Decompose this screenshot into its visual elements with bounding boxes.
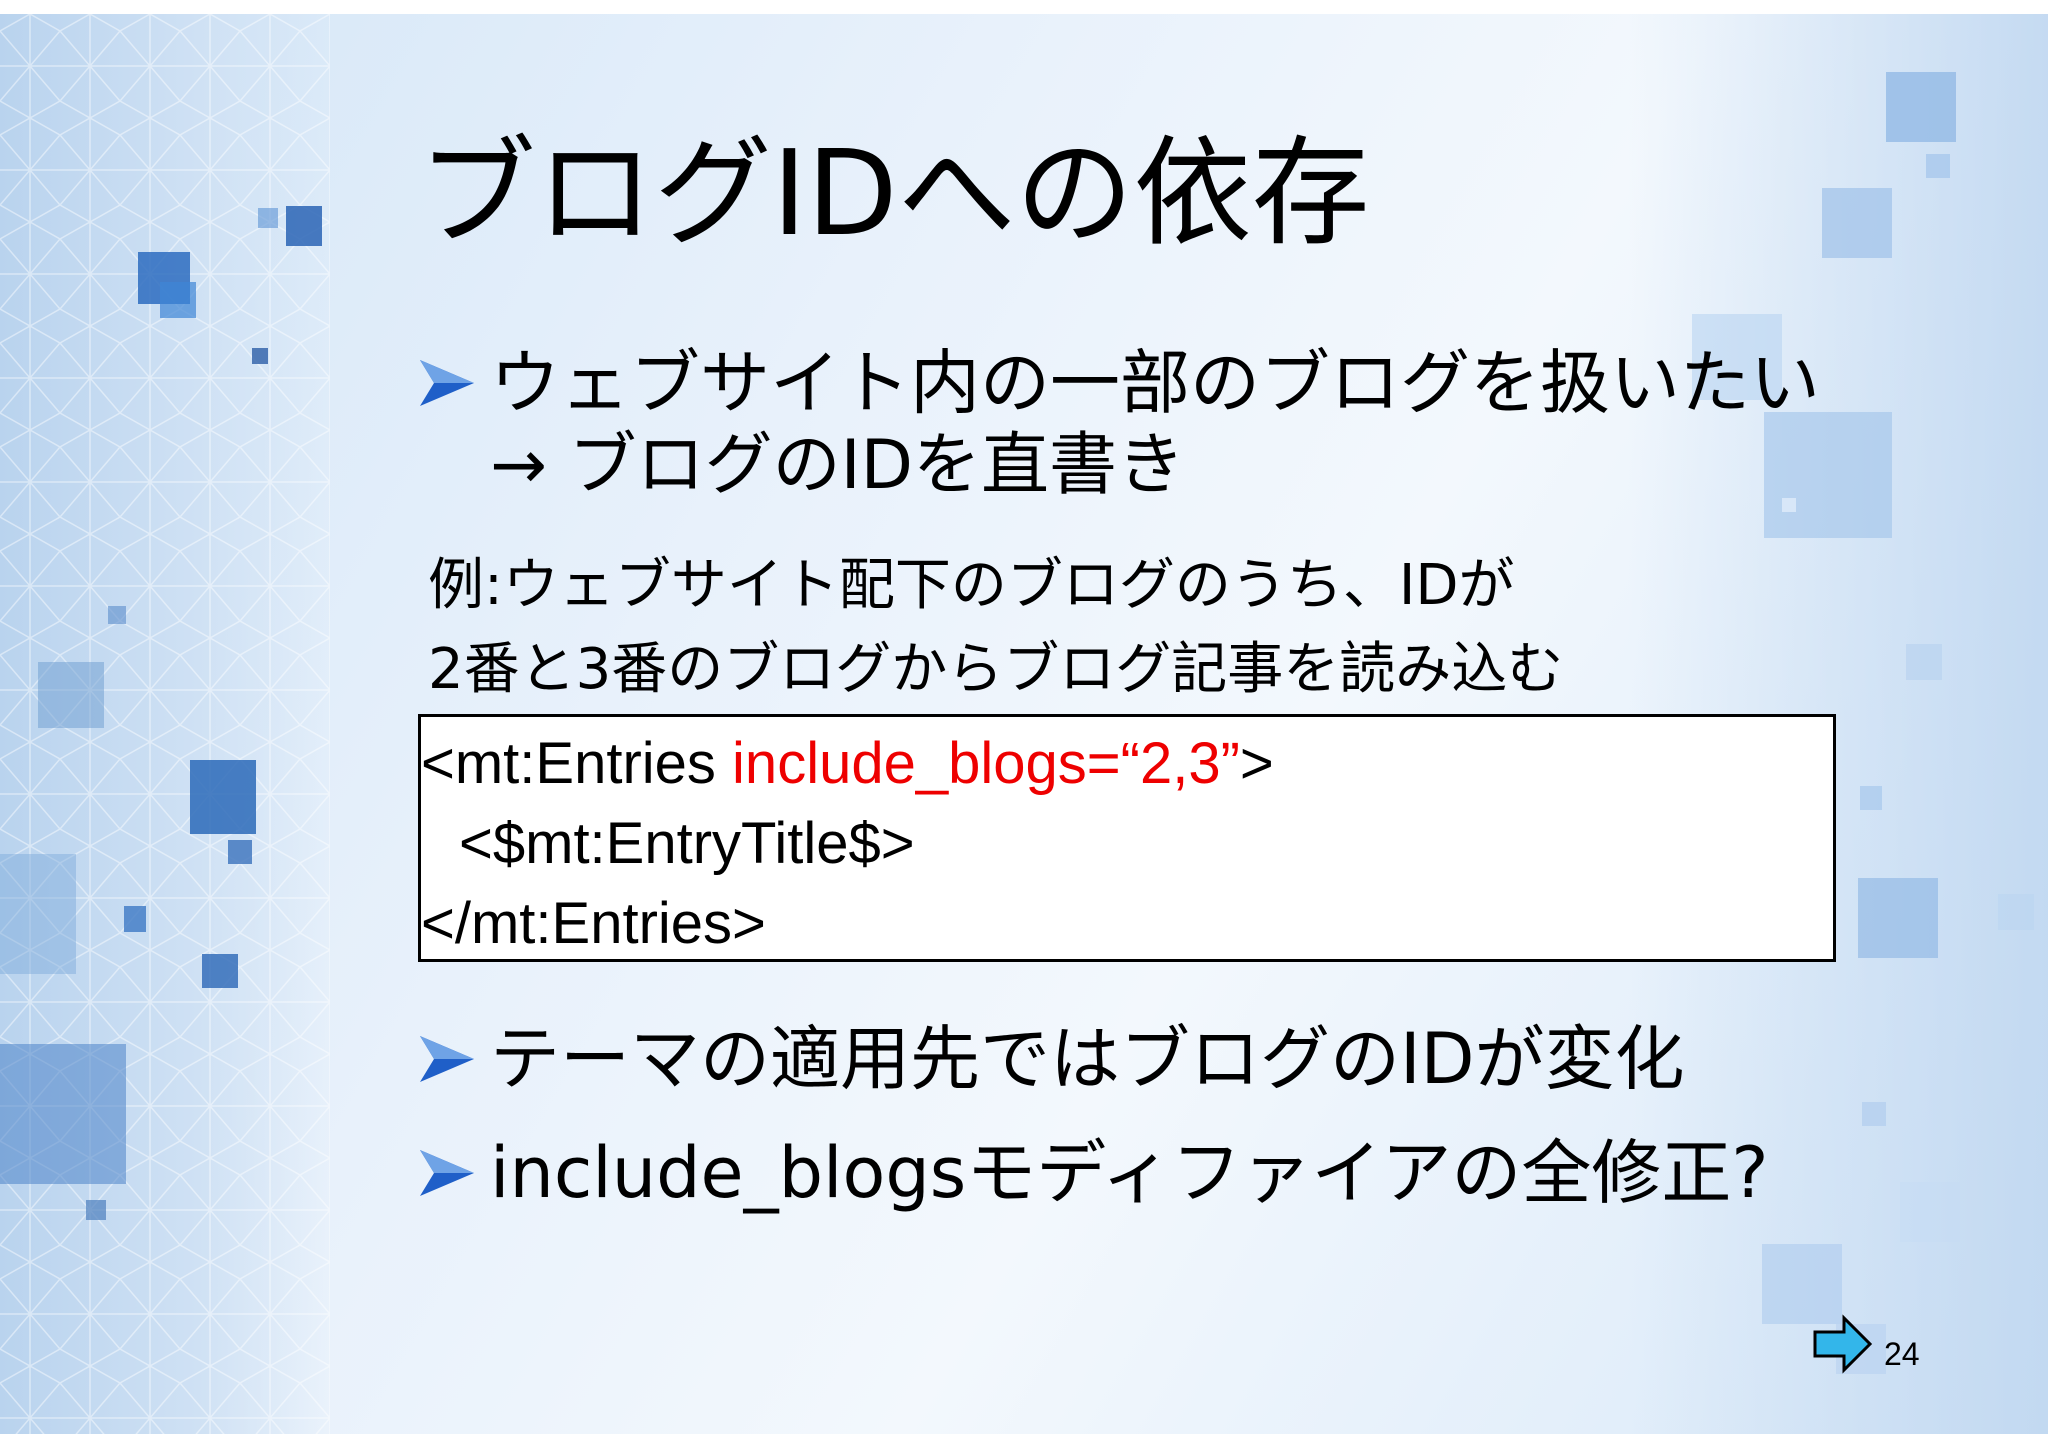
code-text: <mt:Entries bbox=[421, 731, 733, 796]
arrowhead-bullet-icon bbox=[420, 1150, 474, 1196]
code-highlight: include_blogs=“2,3” bbox=[732, 731, 1240, 796]
slide-title: ブログIDへの依存 bbox=[418, 124, 1370, 262]
example-line: 例:ウェブサイト配下のブログのうち、IDが bbox=[428, 553, 1515, 618]
bullet-text: include_blogsモディファイアの全修正? bbox=[490, 1132, 1769, 1214]
code-box: <mt:Entries include_blogs=“2,3”> <$mt:En… bbox=[418, 714, 1836, 962]
code-line: <mt:Entries include_blogs=“2,3”> bbox=[421, 735, 1274, 793]
slide: ブログIDへの依存 ウェブサイト内の一部のブログを扱いたい → ブログのIDを直… bbox=[0, 14, 2048, 1434]
decorative-pattern-band bbox=[0, 14, 330, 1434]
bullet-text: ウェブサイト内の一部のブログを扱いたい bbox=[490, 342, 1820, 424]
arrowhead-bullet-icon bbox=[420, 1036, 474, 1082]
bullet-text: テーマの適用先ではブログのIDが変化 bbox=[490, 1018, 1685, 1100]
bullet-continuation: → ブログのIDを直書き bbox=[490, 426, 1186, 505]
code-line: </mt:Entries> bbox=[421, 891, 766, 956]
arrowhead-bullet-icon bbox=[420, 360, 474, 406]
code-line: <$mt:EntryTitle$> bbox=[459, 811, 915, 876]
next-slide-arrow-icon[interactable] bbox=[1812, 1314, 1874, 1374]
code-text: > bbox=[1239, 731, 1274, 796]
page-number: 24 bbox=[1884, 1336, 1920, 1372]
example-line: 2番と3番のブログからブログ記事を読み込む bbox=[428, 637, 1564, 702]
